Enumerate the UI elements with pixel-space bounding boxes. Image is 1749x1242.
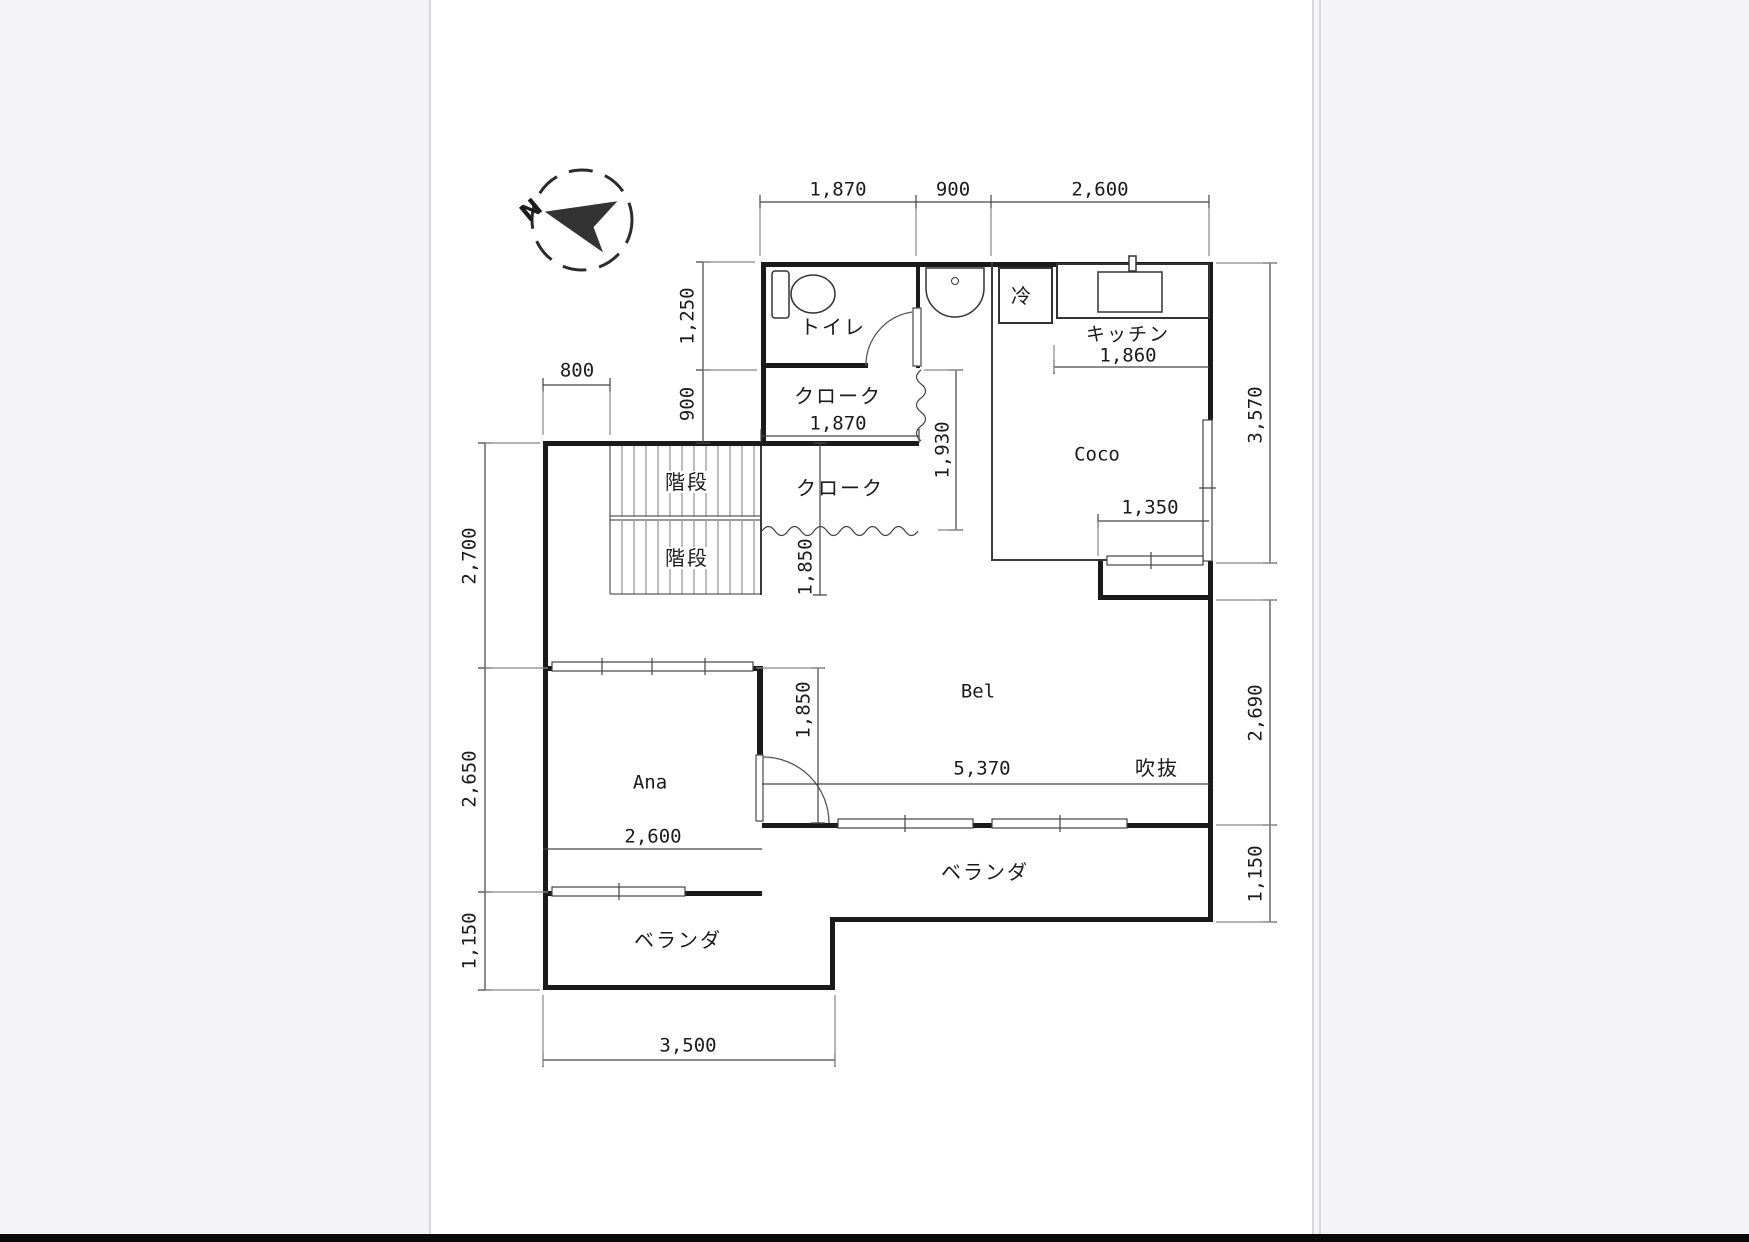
dim-right-3570: 3,570 <box>1244 386 1267 444</box>
dim-coco-1930: 1,930 <box>931 421 954 479</box>
page-left-edge <box>429 0 431 1234</box>
dim-offset-800: 800 <box>559 359 595 382</box>
toilet-icon <box>771 270 836 319</box>
kitchen-counter-icon <box>1056 255 1210 319</box>
fridge-icon <box>998 267 1053 324</box>
dim-right-2690: 2,690 <box>1244 684 1267 742</box>
dim-ana-2600: 2,600 <box>624 825 682 848</box>
room-label-bel: Bel <box>960 680 996 703</box>
room-label-ana: Ana <box>632 771 668 794</box>
ana-door <box>755 754 830 824</box>
dim-left-900: 900 <box>676 386 699 422</box>
room-label-veranda-right: ベランダ <box>941 860 1029 884</box>
dim-left-1150: 1,150 <box>458 912 481 970</box>
dim-cloak-1870: 1,870 <box>809 412 867 435</box>
dim-top-1870: 1,870 <box>809 178 867 201</box>
windows <box>551 419 1216 900</box>
room-label-coco: Coco <box>1074 443 1120 466</box>
dim-cloak-1850: 1,850 <box>794 538 817 596</box>
drawing-page <box>430 0 1314 1234</box>
dim-left-2700: 2,700 <box>458 527 481 585</box>
toilet-door <box>865 307 922 367</box>
dim-top-900: 900 <box>935 178 971 201</box>
dim-ana-1850: 1,850 <box>792 681 815 739</box>
bottom-bar <box>0 1234 1749 1242</box>
room-label-veranda-left: ベランダ <box>634 928 722 952</box>
page-right-edge <box>1312 0 1314 1234</box>
room-label-cloak-lower: クローク <box>796 476 884 500</box>
room-label-void: 吹抜 <box>1135 756 1179 780</box>
dim-left-2650: 2,650 <box>458 750 481 808</box>
dim-coco-1350: 1,350 <box>1121 496 1179 519</box>
dim-veranda-3500: 3,500 <box>659 1034 717 1057</box>
dim-right-1150: 1,150 <box>1244 845 1267 903</box>
room-label-fridge: 冷 <box>1011 284 1033 308</box>
stairs <box>609 446 762 595</box>
dim-bel-5370: 5,370 <box>953 757 1011 780</box>
room-label-stairs-lower: 階段 <box>661 547 713 569</box>
break-lines <box>761 369 927 537</box>
dimension-lines <box>478 195 1277 1067</box>
room-label-stairs-upper: 階段 <box>661 471 713 493</box>
washbasin-icon <box>925 267 985 318</box>
dim-kitchen-1860: 1,860 <box>1099 344 1157 367</box>
page-right-edge-outer <box>1319 0 1321 1234</box>
room-label-toilet: トイレ <box>800 315 866 339</box>
dim-top-2600: 2,600 <box>1071 178 1129 201</box>
room-label-kitchen: キッチン <box>1085 323 1171 346</box>
walls <box>543 262 1213 990</box>
room-label-cloak-upper: クローク <box>794 384 882 408</box>
dim-left-1250: 1,250 <box>676 287 699 345</box>
north-compass-icon <box>530 168 634 272</box>
